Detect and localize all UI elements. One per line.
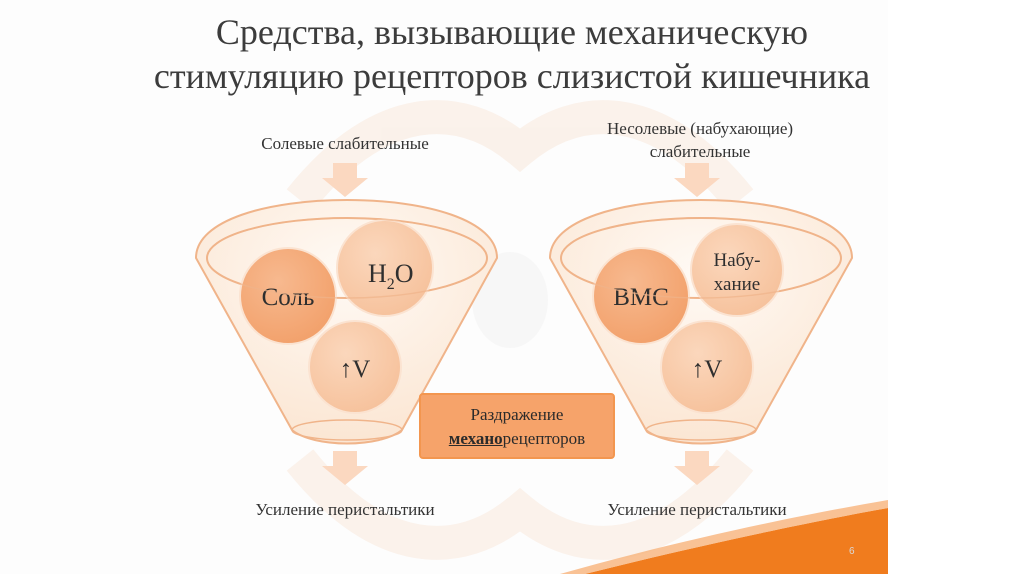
right-heading-line-1: Несолевые (набухающие)	[606, 119, 794, 138]
slide-title: Средства, вызывающие механическую стимул…	[100, 10, 924, 98]
left-result: Усиление перистальтики	[255, 500, 435, 519]
left-circle-salt: Соль	[239, 247, 337, 345]
center-box-line-1: Раздражение	[470, 405, 564, 424]
arrow-right-top	[674, 163, 720, 197]
background-ornament	[286, 100, 754, 560]
right-heading-line-2: слабительные	[649, 142, 751, 161]
arrow-right-bottom	[674, 451, 720, 485]
svg-text:↑V: ↑V	[692, 356, 723, 383]
title-line-1: Средства, вызывающие механическую	[215, 12, 809, 52]
slide-right-margin	[888, 0, 1024, 574]
arrow-left-bottom	[322, 451, 368, 485]
arrow-left-top	[322, 163, 368, 197]
svg-text:Набу-: Набу-	[714, 250, 761, 271]
left-circle-water: H2O	[336, 219, 434, 317]
right-circle-vms: ВМС	[592, 247, 690, 345]
svg-text:↑V: ↑V	[340, 356, 371, 383]
page-number: 6	[849, 546, 855, 557]
right-circle-volume: ↑V	[660, 320, 754, 414]
center-box-line-2: механорецепторов	[421, 427, 613, 451]
title-line-2: стимуляцию рецепторов слизистой кишечник…	[153, 56, 871, 96]
orange-swoosh	[560, 500, 888, 574]
right-result: Усиление перистальтики	[607, 500, 787, 519]
svg-text:H2O: H2O	[368, 259, 414, 293]
right-circle-swelling: Набу- хание	[690, 223, 784, 317]
svg-text:ВМС: ВМС	[613, 284, 669, 311]
left-circle-volume: ↑V	[308, 320, 402, 414]
svg-text:Соль: Соль	[262, 284, 315, 311]
svg-text:хание: хание	[714, 274, 760, 295]
center-box: Раздражение механорецепторов	[419, 393, 615, 459]
center-box-rest: рецепторов	[502, 429, 586, 448]
center-box-bold: механо	[448, 429, 503, 448]
left-heading: Солевые слабительные	[261, 134, 429, 153]
